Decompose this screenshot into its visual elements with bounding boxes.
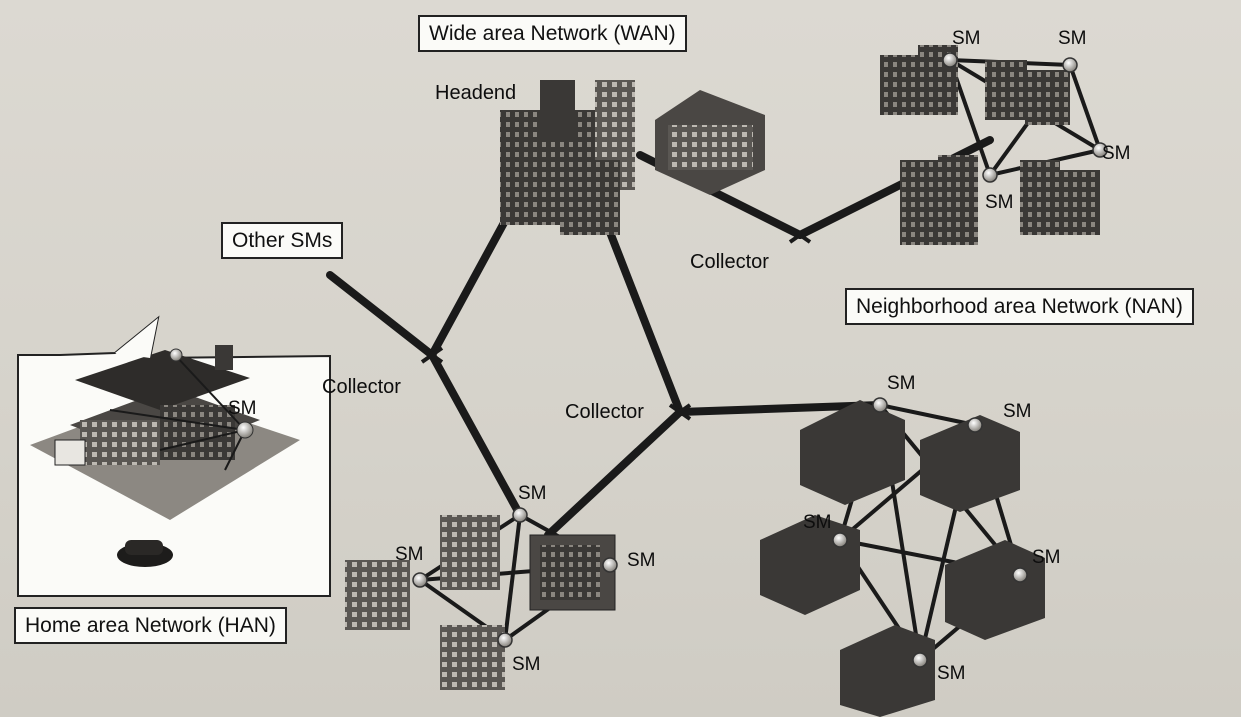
han-label: Home area Network (HAN) [14, 607, 287, 644]
nan-label: Neighborhood area Network (NAN) [845, 288, 1194, 325]
sm-label: SM [937, 663, 966, 684]
nan-buildings-top [880, 45, 1100, 245]
collector-icons [420, 226, 812, 421]
collector-left-label: Collector [322, 376, 401, 398]
han-callout [17, 315, 331, 597]
sm-label: SM [803, 512, 832, 533]
callout-pointer [115, 318, 158, 358]
sm-label: SM [985, 192, 1014, 213]
sm-label: SM [887, 373, 916, 394]
sm-label: SM [512, 654, 541, 675]
headend-label: Headend [435, 82, 517, 104]
sm-label: SM [395, 544, 424, 565]
sm-nodes [412, 52, 1108, 668]
collector-nan-label: Collector [690, 251, 769, 273]
collector-center-label: Collector [565, 401, 644, 423]
sm-label: SM [952, 28, 981, 49]
headend-buildings [500, 80, 765, 235]
sm-label: SM [1003, 401, 1032, 422]
sm-label: SM [228, 398, 257, 419]
sm-label: SM [518, 483, 547, 504]
sm-label: SM [627, 550, 656, 571]
wan-label: Wide area Network (WAN) [418, 15, 687, 52]
buildings-bottom-center [345, 515, 616, 690]
house-illustration [30, 345, 300, 567]
sm-label: SM [1058, 28, 1087, 49]
other-sms-label: Other SMs [221, 222, 344, 259]
sm-label: SM [1102, 143, 1131, 164]
sm-label: SM [1032, 547, 1061, 568]
